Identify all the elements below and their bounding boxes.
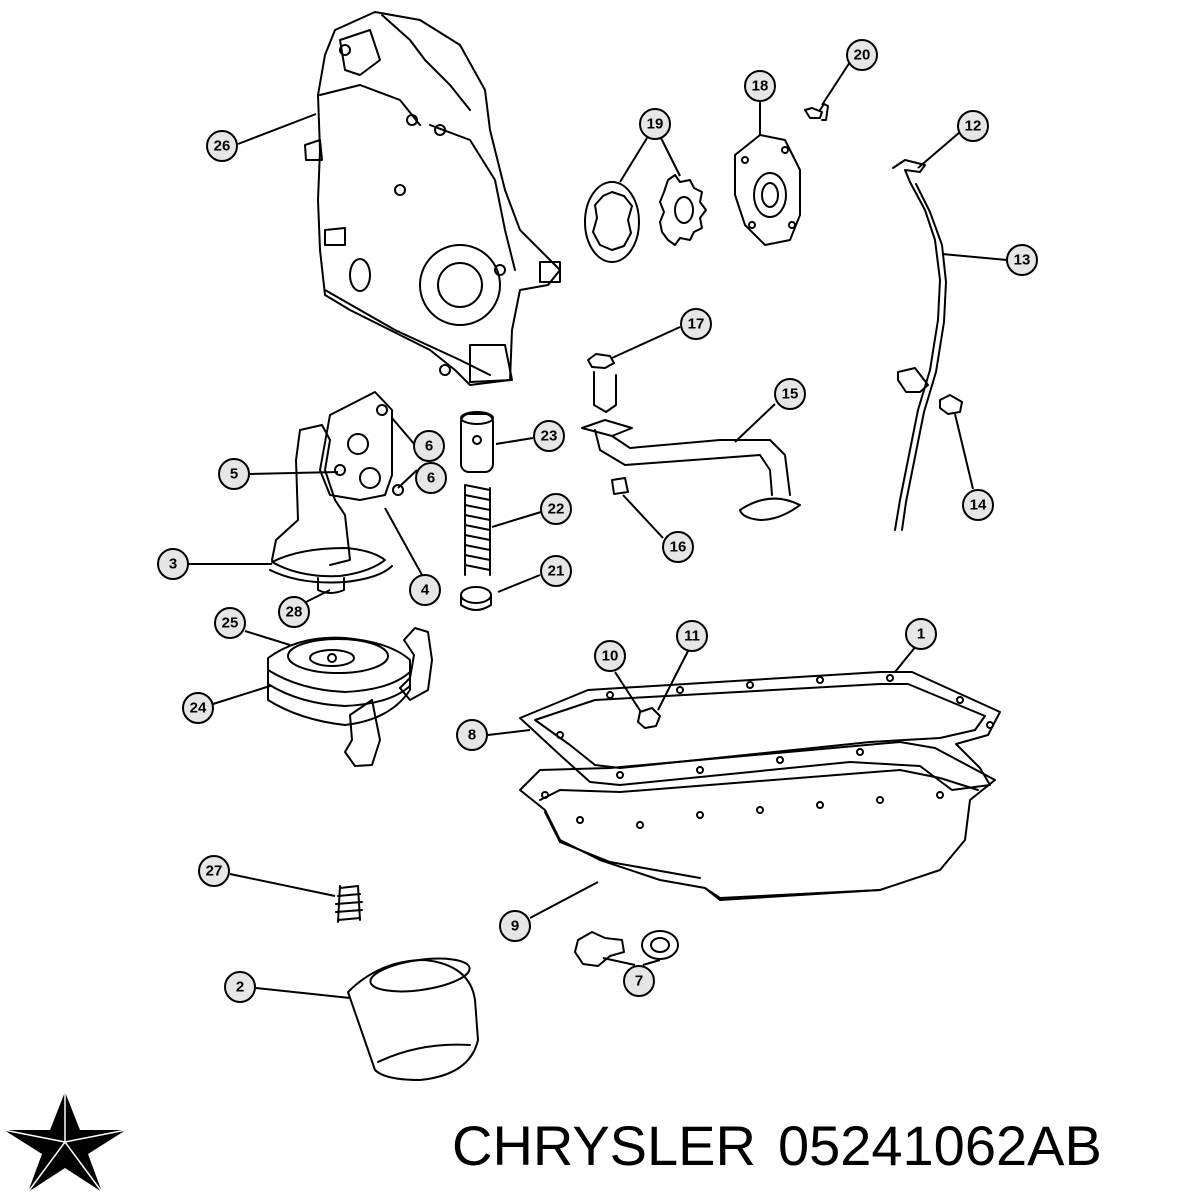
callout-10: 10 xyxy=(594,640,626,672)
svg-text:19: 19 xyxy=(647,116,664,133)
svg-text:24: 24 xyxy=(190,700,207,717)
callout-23: 23 xyxy=(533,420,565,452)
part-dipstick-bolt xyxy=(939,394,963,415)
svg-text:28: 28 xyxy=(286,604,303,621)
svg-text:18: 18 xyxy=(752,78,769,95)
svg-text:5: 5 xyxy=(230,466,238,483)
svg-text:13: 13 xyxy=(1014,252,1031,269)
callout-8: 8 xyxy=(456,719,488,751)
part-oil-filter-adapter xyxy=(269,391,404,594)
part-number: 05241062AB xyxy=(777,1114,1102,1177)
callout-17: 17 xyxy=(680,308,712,340)
callout-27: 27 xyxy=(198,855,230,887)
svg-text:20: 20 xyxy=(854,47,871,64)
callout-26: 26 xyxy=(206,130,238,162)
callout-2: 2 xyxy=(224,971,256,1003)
callout-6a: 6 xyxy=(413,430,445,462)
callout-28: 28 xyxy=(278,596,310,628)
callout-18: 18 xyxy=(744,70,776,102)
callout-20: 20 xyxy=(846,39,878,71)
svg-text:1: 1 xyxy=(917,626,925,643)
svg-text:25: 25 xyxy=(222,615,239,632)
part-retainer-cap xyxy=(460,586,492,611)
svg-text:8: 8 xyxy=(468,727,476,744)
callout-25: 25 xyxy=(214,607,246,639)
callout-24: 24 xyxy=(182,692,214,724)
svg-text:21: 21 xyxy=(548,563,565,580)
callout-15: 15 xyxy=(774,378,806,410)
svg-text:15: 15 xyxy=(782,386,799,403)
part-oil-cooler xyxy=(267,627,433,767)
svg-text:22: 22 xyxy=(548,501,565,518)
callout-14: 14 xyxy=(962,489,994,521)
svg-text:11: 11 xyxy=(684,628,700,645)
svg-text:10: 10 xyxy=(602,648,619,665)
callout-5: 5 xyxy=(218,458,250,490)
svg-text:3: 3 xyxy=(169,556,177,573)
part-oil-pump-cover xyxy=(734,134,801,246)
part-filter-stud xyxy=(335,885,363,923)
part-cover-screw xyxy=(804,103,829,121)
part-oil-pan xyxy=(519,741,996,901)
callout-13: 13 xyxy=(1006,244,1038,276)
callouts: 1 2 3 4 5 6 6 7 8 9 10 11 12 13 14 15 16… xyxy=(157,39,1038,1003)
part-pickup-clip xyxy=(587,353,615,369)
part-timing-cover xyxy=(304,11,561,386)
part-relief-valve xyxy=(460,411,494,473)
callout-7: 7 xyxy=(623,965,655,997)
svg-text:9: 9 xyxy=(511,918,519,935)
part-oil-pickup-tube xyxy=(581,371,801,521)
part-drain-plug-upper xyxy=(637,707,661,729)
svg-text:27: 27 xyxy=(206,863,223,880)
svg-text:12: 12 xyxy=(965,118,982,135)
svg-text:23: 23 xyxy=(541,428,558,445)
svg-text:14: 14 xyxy=(970,497,987,514)
chrysler-pentastar-icon xyxy=(2,1090,128,1194)
part-dipstick xyxy=(892,159,947,531)
callout-12: 12 xyxy=(957,110,989,142)
svg-text:16: 16 xyxy=(670,539,687,556)
callout-6b: 6 xyxy=(415,462,447,494)
svg-text:2: 2 xyxy=(236,979,244,996)
callout-4: 4 xyxy=(409,574,441,606)
part-relief-spring xyxy=(464,484,491,576)
callout-1: 1 xyxy=(905,618,937,650)
callout-16: 16 xyxy=(662,531,694,563)
part-drain-plug-lower xyxy=(574,930,679,967)
callout-3: 3 xyxy=(157,548,189,580)
callout-11: 11 xyxy=(676,620,708,652)
svg-text:26: 26 xyxy=(214,138,231,155)
part-oil-pan-gasket xyxy=(519,671,1001,791)
callout-21: 21 xyxy=(540,555,572,587)
svg-text:6: 6 xyxy=(425,438,433,455)
leader-lines xyxy=(188,61,1008,999)
svg-text:6: 6 xyxy=(427,470,435,487)
callout-9: 9 xyxy=(499,910,531,942)
part-oil-filter xyxy=(347,957,479,1081)
callout-19: 19 xyxy=(639,108,671,140)
svg-text:4: 4 xyxy=(421,582,430,599)
part-oil-pump-rotors xyxy=(584,174,707,263)
brand-part-number: CHRYSLER 05241062AB xyxy=(452,1106,1102,1186)
brand-name: CHRYSLER xyxy=(452,1114,756,1177)
svg-text:17: 17 xyxy=(688,316,705,333)
svg-text:7: 7 xyxy=(635,973,643,990)
callout-22: 22 xyxy=(540,493,572,525)
